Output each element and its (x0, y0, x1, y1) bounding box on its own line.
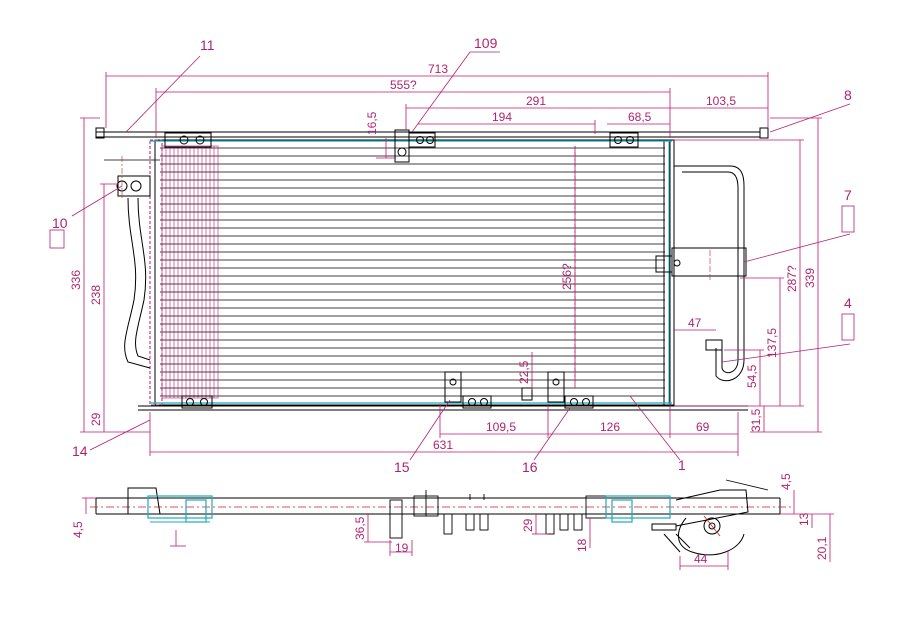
dim-side-18: 18 (575, 538, 589, 552)
dim-68-5: 68,5 (628, 110, 652, 124)
dim-16-5: 16,5 (365, 111, 379, 135)
dimension-texts: 713 555? 291 103,5 194 68,5 16,5 336 238… (69, 62, 817, 452)
leader-lines (71, 51, 851, 461)
dim-side-19: 19 (395, 541, 409, 555)
balloon-4: 4 (844, 295, 852, 311)
dim-238: 238 (89, 285, 103, 305)
top-right-bracket (609, 132, 639, 148)
dim-69: 69 (696, 420, 710, 434)
dim-29-left: 29 (89, 412, 103, 426)
dim-side-4-5-left: 4,5 (71, 521, 85, 538)
balloon-14: 14 (72, 443, 88, 459)
top-left-bracket (164, 132, 212, 148)
dim-side-20-1: 20,1 (815, 536, 829, 560)
dim-109-5: 109,5 (486, 420, 516, 434)
side-dimension-texts: 4,5 4,5 36,5 19 29 18 13 20,1 44 (71, 473, 829, 566)
balloon-10: 10 (52, 215, 68, 231)
bottom-left-bracket (181, 395, 213, 409)
dim-194: 194 (492, 110, 512, 124)
dim-side-36-5: 36,5 (353, 516, 367, 540)
dim-side-44: 44 (694, 552, 708, 566)
front-view (95, 127, 769, 411)
balloon-7: 7 (844, 187, 852, 203)
dim-291: 291 (526, 94, 546, 108)
dim-54-5: 54,5 (745, 364, 759, 388)
balloon-16: 16 (522, 459, 538, 475)
label-boxes (49, 205, 855, 341)
dim-31-5: 31,5 (749, 408, 763, 432)
dim-side-13: 13 (797, 512, 811, 526)
dim-22-5: 22,5 (517, 360, 531, 384)
outlet-pipe (655, 165, 747, 382)
left-header-fins (161, 145, 219, 399)
dim-336: 336 (69, 270, 83, 290)
dim-137-5: 137,5 (765, 328, 779, 358)
dim-side-29: 29 (521, 518, 535, 532)
top-mid-bracket (394, 129, 436, 163)
dim-631: 631 (433, 438, 453, 452)
balloon-11: 11 (200, 37, 215, 53)
inlet-pipe (104, 156, 160, 369)
dim-339: 339 (803, 268, 817, 288)
dim-126: 126 (600, 420, 620, 434)
balloon-15: 15 (394, 459, 410, 475)
dim-287: 287? (785, 265, 799, 292)
dim-side-4-5-right: 4,5 (779, 473, 793, 490)
balloon-labels: 11 109 8 7 4 10 14 15 16 1 (52, 35, 852, 475)
dim-555: 555? (390, 78, 417, 92)
left-header-tank (149, 139, 163, 406)
side-dimension-lines (82, 490, 834, 570)
bottom-bracket-16 (521, 371, 594, 409)
dim-47: 47 (688, 316, 702, 330)
balloon-1: 1 (678, 457, 686, 473)
bottom-bracket-15 (444, 371, 492, 409)
balloon-109: 109 (474, 35, 498, 51)
dim-103-5: 103,5 (706, 94, 736, 108)
core-tubes (160, 147, 665, 397)
dim-713: 713 (428, 62, 448, 76)
dimension-lines (80, 72, 822, 456)
balloon-8: 8 (844, 87, 852, 103)
dim-256: 256? (560, 263, 574, 290)
side-view (90, 479, 792, 556)
